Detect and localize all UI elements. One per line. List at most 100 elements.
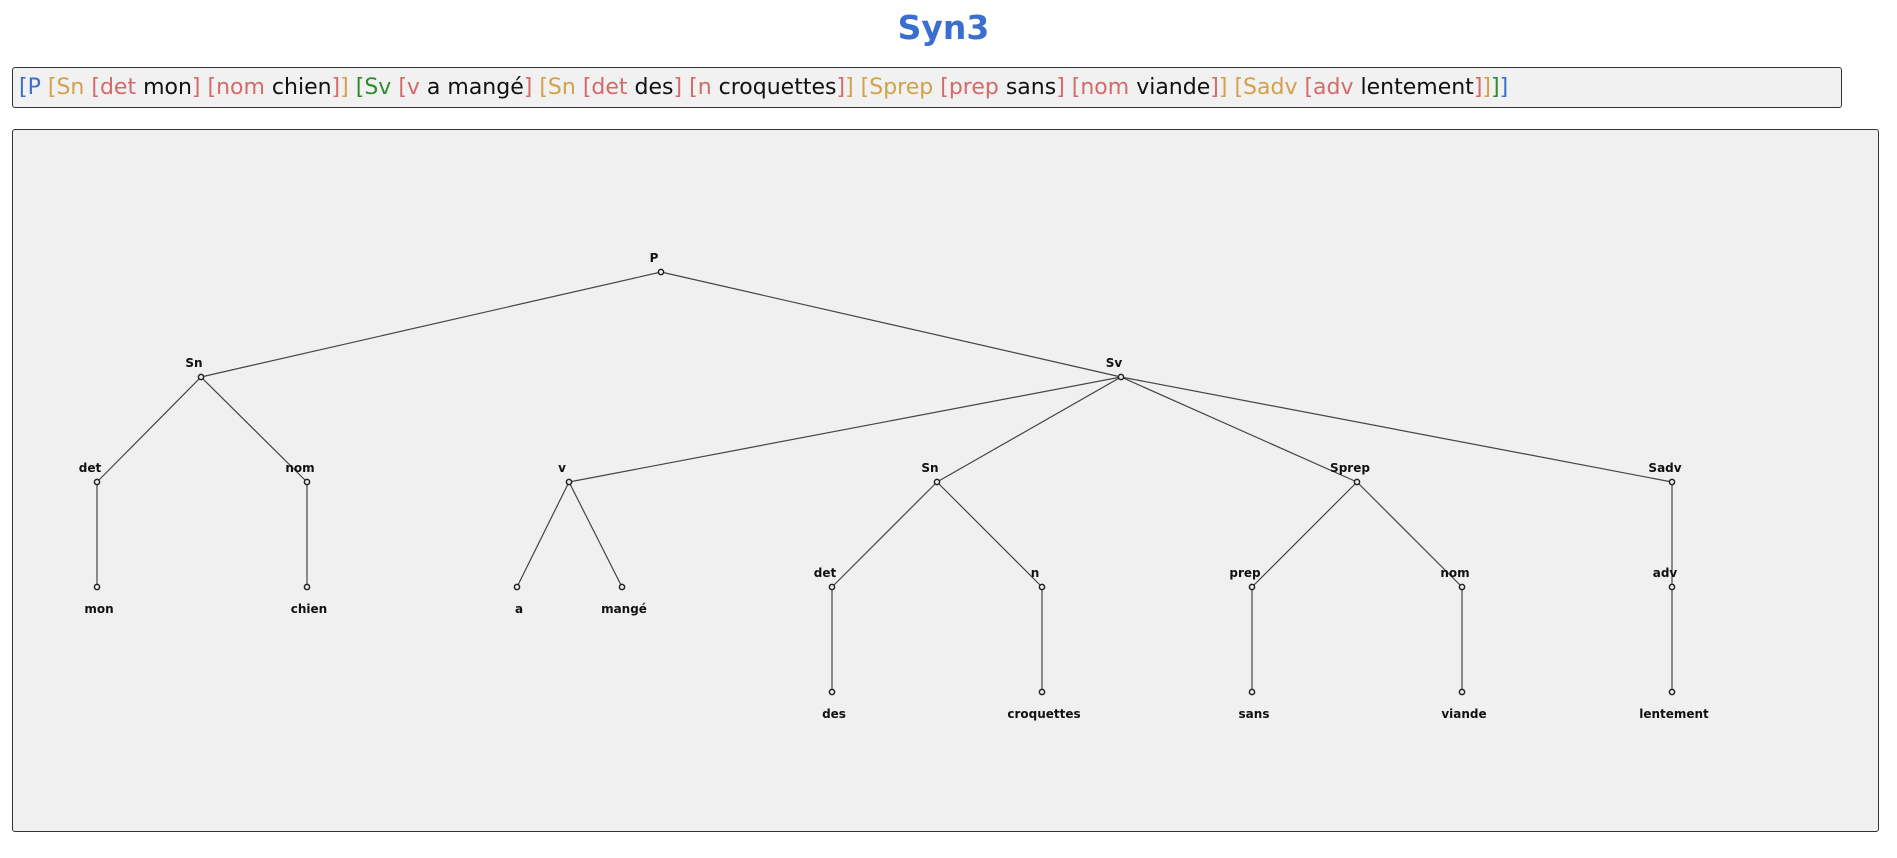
category-label: det [79,461,102,475]
bracket-token: [det [91,75,137,100]
bracket-token: viande [1129,75,1211,100]
tree-edge [568,376,1122,483]
bracket-token: sans [998,75,1057,100]
bracket-token: ] [191,75,201,100]
tree-edge [200,271,662,378]
bracket-token: [P [19,75,41,100]
tree-node[interactable] [197,373,205,381]
category-label: nom [1440,566,1469,580]
bracket-token: ] [1491,75,1500,100]
bracket-token: [Sn [47,75,85,100]
tree-node[interactable] [1668,478,1676,486]
bracket-token: [adv [1304,75,1354,100]
bracket-token: [n [689,75,712,100]
bracket-token [854,75,861,100]
category-label: P [650,251,659,265]
bracket-token: [Sv [355,75,392,100]
word-label: mangé [601,602,647,616]
bracket-token: des [627,75,674,100]
leaf-node[interactable] [1248,688,1256,696]
bracket-token: [Sn [539,75,576,100]
bracket-token: [Sadv [1234,75,1298,100]
tree-edge [516,481,570,588]
bracket-token: chien [264,75,332,100]
bracket-token: [Sprep [860,75,934,100]
leaf-node[interactable] [828,688,836,696]
bracket-notation[interactable]: [P [Sn [det mon] [nom chien]] [Sv [v a m… [12,67,1842,108]
bracket-token [349,75,356,100]
tree-edge [200,376,308,483]
tree-edge [1251,481,1358,588]
leaf-node[interactable] [303,583,311,591]
tree-edge [1120,376,1358,483]
category-label: Sv [1106,356,1123,370]
bracket-token [41,75,48,100]
tree-node[interactable] [303,478,311,486]
leaf-node[interactable] [513,583,521,591]
leaf-node[interactable] [1458,688,1466,696]
tree-node[interactable] [657,268,665,276]
bracket-token [1065,75,1072,100]
bracket-token: [v [398,75,420,100]
bracket-token: [det [582,75,628,100]
tree-edge [1120,376,1673,483]
word-label: sans [1239,707,1270,721]
bracket-token: ] [1218,75,1228,100]
tree-edge [1356,481,1463,588]
bracket-token: lentement [1353,75,1474,100]
category-label: adv [1653,566,1678,580]
tree-edge [568,481,623,588]
bracket-token: [nom [1071,75,1130,100]
tree-node[interactable] [1458,583,1466,591]
category-label: nom [285,461,314,475]
bracket-token: ] [1499,75,1509,100]
bracket-token: a mangé [419,75,524,100]
tree-edge [660,271,1122,378]
category-label: Sn [185,356,202,370]
category-label: Sprep [1330,461,1370,475]
word-label: mon [84,602,113,616]
tree-node[interactable] [1248,583,1256,591]
bracket-token: ] [673,75,683,100]
category-label: n [1031,566,1040,580]
leaf-node[interactable] [1038,688,1046,696]
bracket-token [576,75,583,100]
tree-node[interactable] [933,478,941,486]
category-label: det [814,566,837,580]
page-title: Syn3 [897,8,990,47]
word-label: chien [291,602,327,616]
bracket-token: ] [340,75,349,100]
leaf-node[interactable] [1668,688,1676,696]
tree-edge [831,481,938,588]
leaf-node[interactable] [618,583,626,591]
bracket-token: ] [331,75,341,100]
tree-node[interactable] [828,583,836,591]
bracket-token: ] [1210,75,1219,100]
tree-node[interactable] [93,478,101,486]
tree-node[interactable] [1038,583,1046,591]
tree-node[interactable] [1353,478,1361,486]
word-label: lentement [1639,707,1709,721]
tree-edge [96,376,202,483]
bracket-token: croquettes [711,75,837,100]
category-label: prep [1229,566,1261,580]
bracket-token: mon [136,75,192,100]
tree-node[interactable] [1668,583,1676,591]
tree-node[interactable] [1117,373,1125,381]
bracket-token: ] [1473,75,1483,100]
tree-edge [936,376,1122,483]
bracket-token: ] [845,75,854,100]
bracket-token: [nom [207,75,265,100]
leaf-node[interactable] [93,583,101,591]
bracket-token: ] [836,75,846,100]
tree-node[interactable] [565,478,573,486]
word-label: viande [1441,707,1486,721]
category-label: Sadv [1648,461,1681,475]
word-label: a [515,602,523,616]
bracket-token: [prep [940,75,999,100]
category-label: Sn [921,461,938,475]
bracket-token: ] [523,75,533,100]
word-label: des [822,707,846,721]
